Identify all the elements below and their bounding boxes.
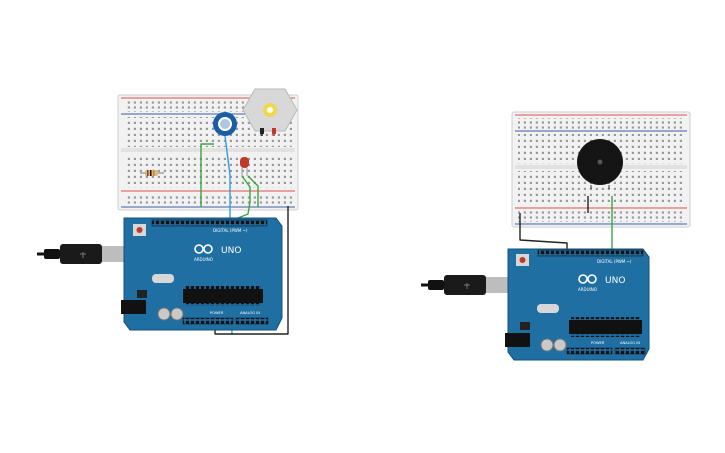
circuit-right: ARDUINO UNO DIGITAL (PWM ~) POWER ANALOG… [421, 111, 691, 361]
usb-cable-left[interactable] [37, 244, 129, 264]
digital-header-label: DIGITAL (PWM ~) [597, 259, 632, 264]
led-red[interactable] [240, 157, 249, 176]
infinity-logo-icon [578, 274, 597, 284]
usb-plug-icon [464, 283, 470, 289]
resistor[interactable] [140, 170, 164, 176]
board-model-label: UNO [605, 276, 625, 286]
board-brand: ARDUINO [194, 257, 213, 262]
infinity-logo-icon [194, 244, 213, 254]
board-brand: ARDUINO [578, 287, 597, 292]
analog-header-label: ANALOG IN [240, 311, 260, 315]
arduino-uno-right[interactable]: ARDUINO UNO DIGITAL (PWM ~) POWER ANALOG… [505, 248, 650, 361]
power-header-label: POWER [210, 311, 224, 315]
analog-header-label: ANALOG IN [620, 341, 640, 345]
usb-plug-icon [80, 252, 86, 258]
piezo-buzzer[interactable] [577, 139, 623, 189]
power-header-label: POWER [591, 341, 605, 345]
potentiometer[interactable] [213, 112, 237, 136]
circuit-left: ARDUINO UNO DIGITAL (PWM ~) POWER ANALOG… [37, 88, 299, 336]
arduino-uno-left[interactable]: ARDUINO UNO DIGITAL (PWM ~) POWER ANALOG… [121, 217, 283, 331]
dc-motor[interactable] [242, 88, 298, 136]
digital-header-label: DIGITAL (PWM ~) [213, 228, 248, 233]
usb-cable-right[interactable] [421, 275, 513, 295]
board-model-label: UNO [221, 246, 241, 256]
